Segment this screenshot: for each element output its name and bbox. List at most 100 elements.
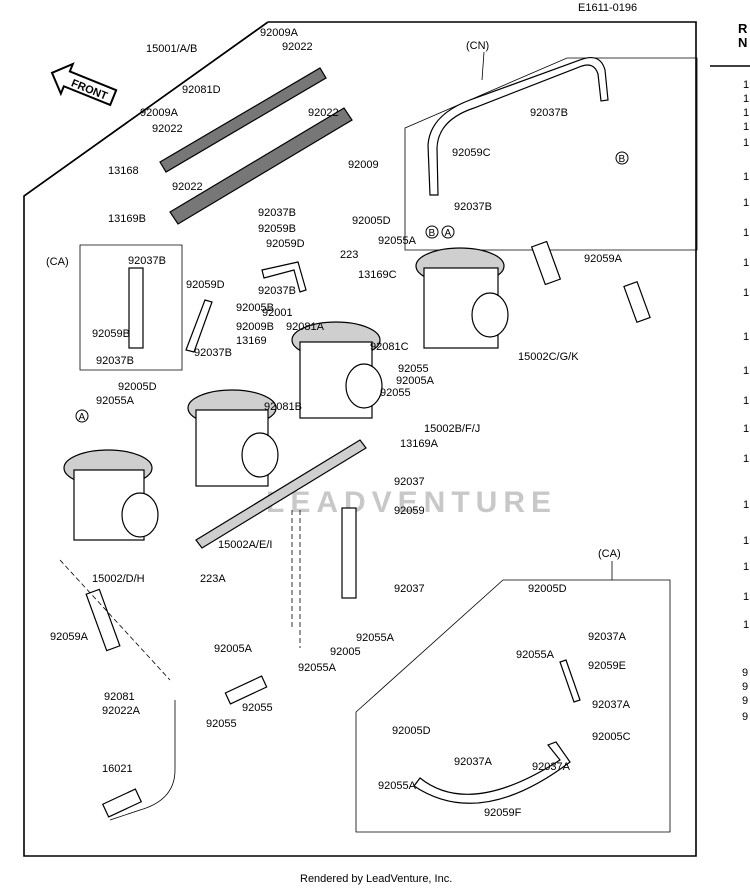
label-15002cgk: 15002C/G/K — [518, 351, 579, 363]
label-92001: 92001 — [262, 307, 293, 319]
right-column-number: 1 — [743, 395, 749, 407]
label-92055a-2: 92055A — [96, 395, 135, 407]
ca-left-group-label: (CA) — [46, 256, 69, 268]
right-column-number: 1 — [743, 107, 749, 119]
callout-b-2: B — [615, 151, 629, 165]
label-92022a: 92022A — [102, 705, 141, 717]
hose-92059a-right-2 — [623, 280, 651, 324]
header-partial-n: N — [738, 35, 747, 50]
carburetor-15002bfj — [291, 321, 383, 419]
label-92009a-1: 92009A — [260, 27, 299, 39]
label-16021: 16021 — [102, 763, 133, 775]
label-92005d-4: 92005D — [392, 725, 431, 737]
plate-13169b — [169, 107, 353, 225]
label-13169a: 13169A — [400, 438, 439, 450]
label-92055a-3: 92055A — [356, 632, 395, 644]
right-column-number: 1 — [743, 227, 749, 239]
label-92037a-3: 92037A — [454, 756, 493, 768]
label-13168: 13168 — [108, 165, 139, 177]
label-92037b-5: 92037B — [194, 347, 232, 359]
label-92037a-4: 92037A — [532, 761, 571, 773]
label-92005d-2: 92005D — [118, 381, 157, 393]
label-92059: 92059 — [394, 505, 425, 517]
label-92059d-2: 92059D — [186, 279, 225, 291]
ca-right-group-frame — [355, 579, 671, 833]
label-92055-2: 92055 — [380, 387, 411, 399]
label-92055-1: 92055 — [398, 363, 429, 375]
label-92059c: 92059C — [452, 147, 491, 159]
label-223a: 223A — [200, 573, 226, 585]
label-15002dh: 15002/D/H — [92, 573, 145, 585]
cable-end-16021 — [101, 788, 143, 818]
right-column-number: 9 — [742, 695, 748, 707]
label-92055a-4: 92055A — [298, 662, 337, 674]
right-column-number: 1 — [743, 93, 749, 105]
label-92055-3: 92055 — [242, 702, 273, 714]
label-13169: 13169 — [236, 335, 267, 347]
label-92081c: 92081C — [370, 341, 409, 353]
right-column-number: 9 — [742, 667, 748, 679]
dash-line-3 — [59, 559, 171, 681]
hose-92059b-left — [128, 267, 144, 349]
label-92037b-6: 92037B — [530, 107, 568, 119]
part-labels: 15001/A/B 92009A 92022 92081D 92022 9200… — [50, 27, 631, 819]
label-92059b-1: 92059B — [258, 223, 296, 235]
callout-a-1: A — [75, 409, 89, 423]
right-column-number: 1 — [743, 331, 749, 343]
hose-92059c — [427, 57, 609, 196]
callout-a-2: A — [441, 225, 455, 239]
label-92037b-3: 92037B — [96, 355, 134, 367]
right-column-number: 1 — [743, 619, 749, 631]
right-column-number: 1 — [743, 499, 749, 511]
label-15002bfj: 15002B/F/J — [424, 423, 480, 435]
label-92005b: 92005B — [236, 302, 274, 314]
label-92005d-1: 92005D — [352, 215, 391, 227]
label-15001: 15001/A/B — [146, 43, 197, 55]
header-partial-r: R — [738, 21, 748, 36]
right-column-number: 1 — [743, 423, 749, 435]
right-column-number: 1 — [743, 591, 749, 603]
label-92059f: 92059F — [484, 807, 522, 819]
footer-credit: Rendered by LeadVenture, Inc. — [300, 873, 452, 885]
ca-right-group-label: (CA) — [598, 548, 621, 560]
label-92081b: 92081B — [264, 401, 302, 413]
hose-92059e — [559, 659, 581, 703]
svg-text:B: B — [429, 228, 436, 239]
label-92037b-2: 92037B — [128, 255, 166, 267]
hose-92059a-left — [85, 588, 121, 652]
label-92037a-1: 92037A — [588, 631, 627, 643]
carburetor-15002dh — [63, 449, 159, 541]
right-column-number: 9 — [742, 681, 748, 693]
label-92022-3: 92022 — [152, 123, 183, 135]
svg-text:B: B — [619, 154, 626, 165]
carburetor-15002cgk — [415, 247, 509, 349]
fitting-92005a — [224, 675, 268, 705]
label-92005a-2: 92005A — [214, 643, 253, 655]
label-13169b: 13169B — [108, 213, 146, 225]
label-92022-2: 92022 — [308, 107, 339, 119]
cable-16021 — [109, 700, 176, 821]
right-column-number: 1 — [743, 535, 749, 547]
right-column-number: 1 — [743, 171, 749, 183]
diagram-code: E1611-0196 — [578, 2, 637, 14]
label-92009: 92009 — [348, 159, 379, 171]
label-92037b-7: 92037B — [454, 201, 492, 213]
svg-text:A: A — [445, 228, 452, 239]
hose-92059f — [413, 741, 571, 804]
label-92059b-2: 92059B — [92, 328, 130, 340]
label-223: 223 — [340, 249, 358, 261]
label-92005: 92005 — [330, 646, 361, 658]
label-92037b-4: 92037B — [258, 285, 296, 297]
right-column-number: 9 — [742, 711, 748, 723]
label-92059e: 92059E — [588, 660, 626, 672]
right-column-number: 1 — [743, 121, 749, 133]
right-column-number: 1 — [743, 287, 749, 299]
ca-left-group-frame — [79, 244, 183, 371]
right-column-number: 1 — [743, 561, 749, 573]
hose-92059 — [341, 507, 357, 599]
plate-13169a — [195, 439, 367, 549]
cn-leader — [481, 51, 485, 81]
label-92055a-6: 92055A — [378, 780, 417, 792]
